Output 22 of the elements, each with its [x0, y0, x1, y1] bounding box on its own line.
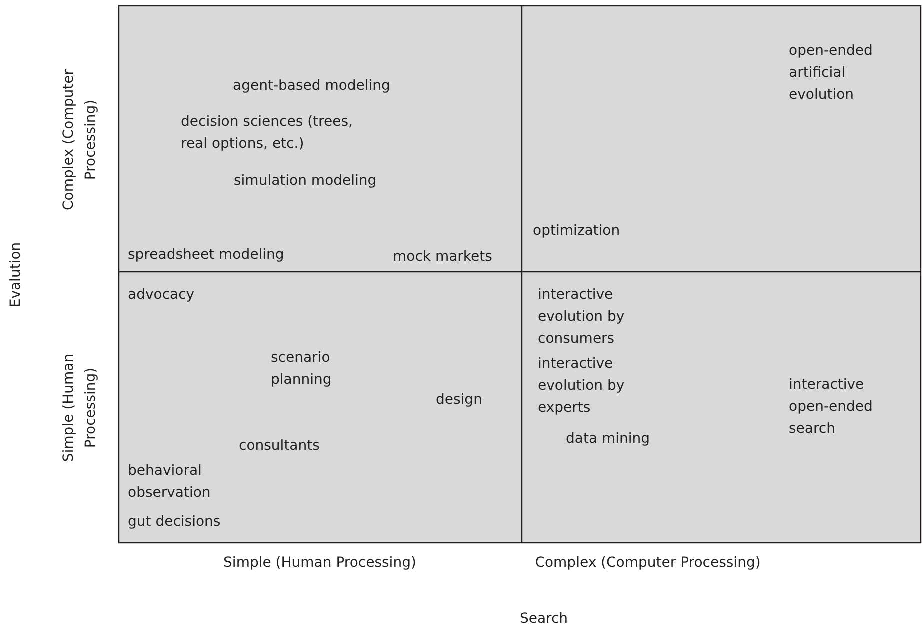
quadrant-item-label: behavioral observation	[128, 462, 212, 503]
quadrant-item-label: advocacy	[128, 286, 195, 305]
quadrant-item-label: data mining	[566, 430, 650, 449]
quadrant-item-label: agent-based modeling	[233, 77, 390, 96]
quadrant-item-label: gut decisions	[128, 513, 221, 532]
axis-category-label: Simple (Human Processing)	[222, 554, 418, 573]
quadrant-item-label: simulation modeling	[234, 172, 377, 191]
quadrant-item-label: decision sciences (trees, real options, etc.)	[181, 113, 354, 154]
quadrant-item-label: mock markets	[393, 248, 492, 267]
axis-category-label: Complex (Computer Processing)	[534, 554, 762, 573]
axis-category-label: Complex (Computer Processing)	[60, 68, 100, 212]
quadrant-item-label: consultants	[239, 437, 320, 456]
axis-category-label: Simple (Human Processing)	[60, 352, 100, 464]
quadrant-item-label: design	[436, 391, 482, 410]
quadrant-item-label: interactive evolution by experts	[538, 355, 626, 418]
quadrant-item-label: optimization	[533, 222, 620, 241]
quadrant-item-label: interactive open-ended search	[789, 376, 874, 439]
quadrant-item-label: spreadsheet modeling	[128, 246, 284, 265]
axis-title: Evalution	[7, 241, 25, 310]
quadrant-item-label: open-ended artificial evolution	[789, 42, 874, 105]
quadrant-item-label: scenario planning	[271, 349, 333, 390]
axis-title: Search	[518, 610, 570, 627]
